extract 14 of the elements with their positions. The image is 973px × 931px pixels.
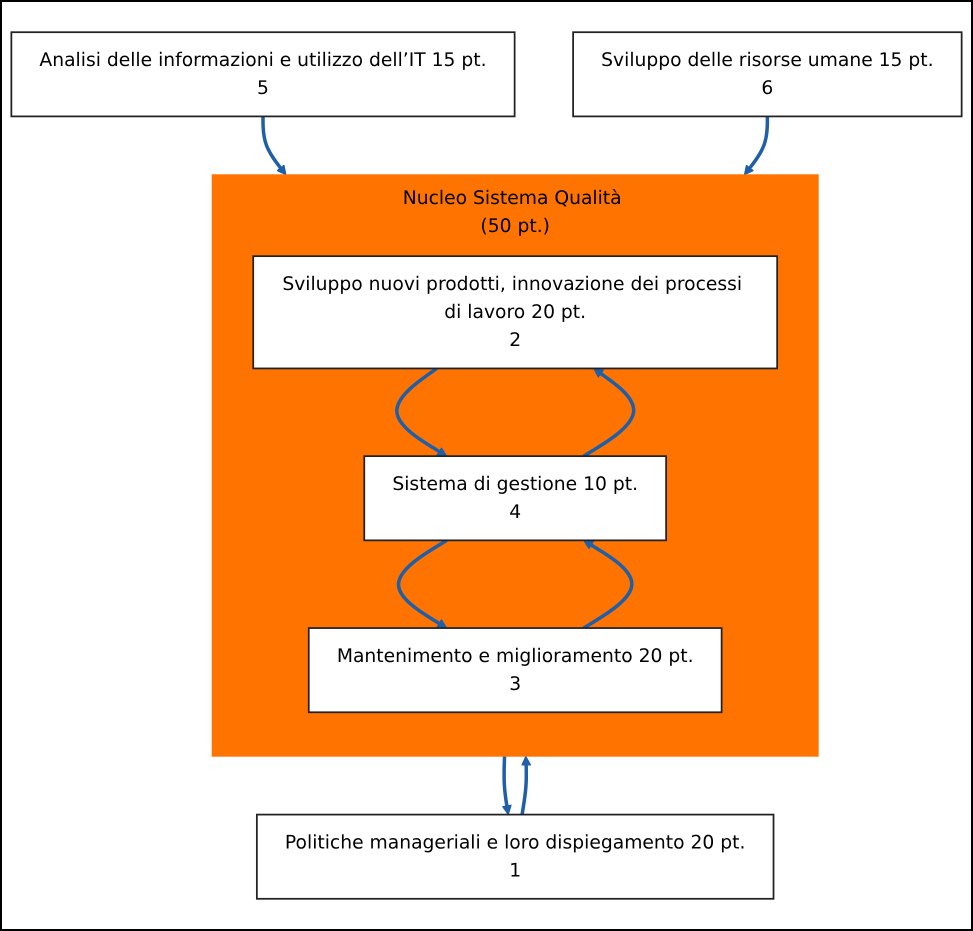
node-box: Sviluppo delle risorse umane 15 pt. 6 xyxy=(572,31,963,118)
node-box: Politiche manageriali e loro dispiegamento 20 pt. 1 xyxy=(256,814,774,900)
arrow xyxy=(396,538,448,629)
arrow xyxy=(502,756,512,816)
node-box: Sistema di gestione 10 pt. 4 xyxy=(363,455,667,542)
node-box: Mantenimento e miglioramento 20 pt. 3 xyxy=(308,627,722,714)
arrow xyxy=(261,116,287,176)
arrow xyxy=(582,368,636,458)
arrow xyxy=(395,367,448,457)
node-box: Analisi delle informazioni e utilizzo dell’IT 15 pt. 5 xyxy=(10,31,516,118)
arrow xyxy=(582,540,634,630)
node-box: Sviluppo nuovi prodotti, innovazione dei processi di lavoro 20 pt. 2 xyxy=(252,255,778,370)
arrow xyxy=(520,756,532,815)
arrow xyxy=(744,116,770,176)
